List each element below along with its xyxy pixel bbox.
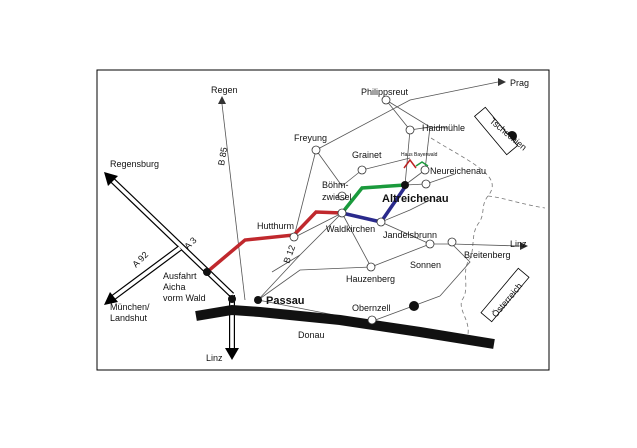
label-neureichenau: Neureichenau	[430, 166, 486, 176]
route-green	[340, 183, 406, 215]
roads	[221, 81, 521, 323]
label-zwiesel: zwiesel	[322, 192, 352, 202]
label-hutthurm: Hutthurm	[257, 221, 294, 231]
towns	[289, 95, 457, 325]
label-regensburg: Regensburg	[110, 159, 159, 169]
label-muenchen-2: Landshut	[110, 313, 148, 323]
label-altreichenau: Altreichenau	[382, 193, 449, 205]
label-jandelsbrunn: Jandelsbrunn	[383, 230, 437, 240]
label-breitenberg: Breitenberg	[464, 250, 511, 260]
river-donau	[195, 304, 495, 349]
arrow-linz-east	[520, 242, 528, 250]
oesterreich-box	[480, 267, 530, 323]
label-hauzenberg: Hauzenberg	[346, 274, 395, 284]
label-passau: Passau	[266, 295, 305, 307]
ausfahrt-dot	[203, 268, 211, 276]
passau-dot	[254, 296, 262, 304]
label-b85: B 85	[216, 146, 229, 166]
border-segment	[487, 195, 546, 209]
map-frame	[96, 69, 550, 371]
label-grainet: Grainet	[352, 150, 382, 160]
label-linz-east: Linz	[510, 239, 527, 249]
label-regen: Regen	[211, 85, 238, 95]
label-philippsreut: Philippsreut	[361, 87, 409, 97]
label-donau: Donau	[298, 330, 325, 340]
label-ausfahrt-1: Ausfahrt	[163, 271, 197, 281]
arrow-regen	[218, 96, 226, 104]
haus-bayerwald-icon	[403, 158, 429, 169]
label-sonnen: Sonnen	[410, 260, 441, 270]
altreichenau-dot	[401, 181, 409, 189]
label-linz-south: Linz	[206, 353, 223, 363]
label-a92: A 92	[130, 250, 150, 270]
tschechien-box	[474, 106, 518, 156]
label-muenchen-1: München/	[110, 302, 150, 312]
label-haidmuehle: Haidmühle	[422, 123, 465, 133]
junction-dot	[228, 295, 236, 303]
label-ausfahrt-2: Aicha	[163, 282, 186, 292]
label-obernzell: Obernzell	[352, 303, 391, 313]
label-ausfahrt-3: vorm Wald	[163, 293, 206, 303]
label-b12: B 12	[281, 244, 297, 265]
motorway-a3	[104, 172, 239, 360]
obernzell-east-dot	[409, 301, 419, 311]
label-haus-bayerwald: Haus Bayerwald	[401, 152, 438, 158]
label-waldkirchen: Waldkirchen	[326, 224, 375, 234]
label-boehm: Böhm-	[322, 180, 349, 190]
label-freyung: Freyung	[294, 133, 327, 143]
arrow-prag	[498, 78, 506, 86]
label-prag: Prag	[510, 78, 529, 88]
national-border	[430, 137, 493, 335]
